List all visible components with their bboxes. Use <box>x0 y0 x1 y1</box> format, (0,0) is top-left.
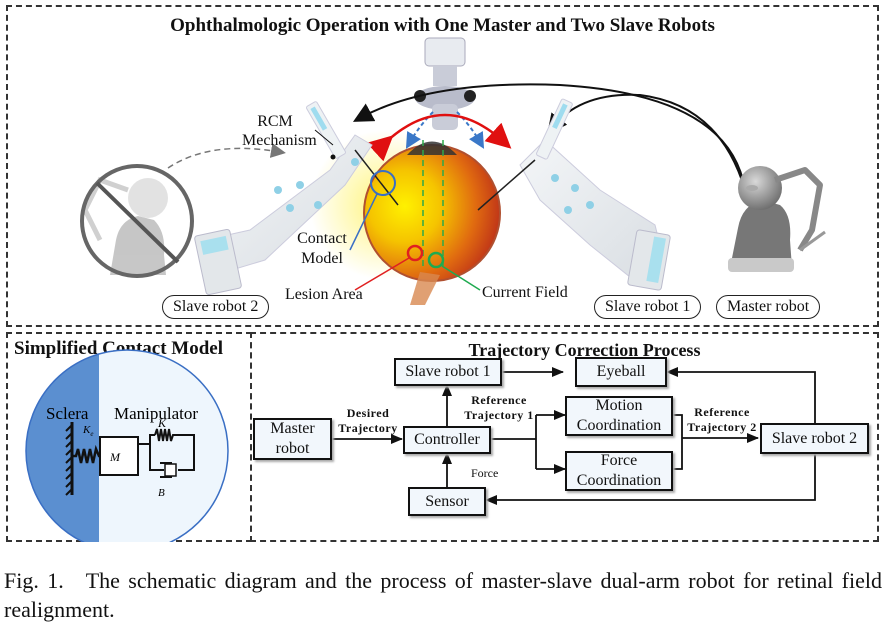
prohibited-slash-icon <box>95 181 180 264</box>
rcm-leader-line <box>314 129 334 146</box>
lesion-leader-line <box>354 257 410 291</box>
master-robot-box: Master robot <box>253 418 332 460</box>
reference-text: Reference <box>694 405 750 419</box>
contact-model-diagram: Ke M K B Sclera Manipulator <box>25 349 229 542</box>
contact-model-label: Contact Model <box>292 229 352 269</box>
slave-robot-1-pill: Slave robot 1 <box>594 295 702 319</box>
current-field-label: Current Field <box>482 284 568 301</box>
contact-circle <box>370 170 396 196</box>
desired-trajectory-label: Desired Trajectory <box>333 406 403 436</box>
m-symbol: M <box>109 450 121 464</box>
eyeball-box: Eyeball <box>575 357 667 387</box>
lesion-area-label: Lesion Area <box>285 286 363 303</box>
controller-box: Controller <box>403 426 491 454</box>
slave-robot-2-icon <box>194 101 399 296</box>
contact-text: Contact <box>297 230 347 247</box>
figure-caption: Fig. 1. The schematic diagram and the pr… <box>4 568 882 622</box>
slave-robot-2-box: Slave robot 2 <box>760 423 869 454</box>
edge-slave2-sensor <box>485 453 816 505</box>
slave-robot-1-icon <box>477 98 671 291</box>
trajectory-text: Trajectory <box>338 421 398 435</box>
contact-model-title: Simplified Contact Model <box>14 338 223 359</box>
coordination-text: Coordination <box>576 417 662 434</box>
disabled-master-robot-icon <box>82 176 168 275</box>
sclera-spring-icon <box>72 444 101 464</box>
trajectory-2-text: Trajectory 2 <box>687 420 757 434</box>
sensor-box: Sensor <box>408 487 486 516</box>
mass-block <box>99 436 139 476</box>
contact-circle-outline <box>25 349 229 542</box>
trajectory-title: Trajectory Correction Process <box>468 340 701 360</box>
edge-slave2-eyeball <box>666 367 816 423</box>
force-edge-label: Force <box>471 466 499 480</box>
desired-text: Desired <box>346 406 390 420</box>
edge-merge <box>672 414 683 470</box>
reference-trajectory-2-label: Reference Trajectory 2 <box>682 405 762 435</box>
prohibited-circle-icon <box>80 164 194 278</box>
b-symbol: B <box>158 487 165 499</box>
master-robot-icon <box>728 166 826 272</box>
master-robot-pill: Master robot <box>716 295 821 319</box>
operation-illustration <box>80 37 826 305</box>
robot-text: robot <box>275 440 310 457</box>
eyeball-icon <box>363 140 501 305</box>
reference-trajectory-1-label: Reference Trajectory 1 <box>458 393 540 423</box>
master-text: Master <box>270 420 315 437</box>
sclera-wall-icon <box>65 422 74 496</box>
model-text: Model <box>301 250 343 267</box>
force-text: Force <box>600 452 638 469</box>
rcm-text: RCM <box>257 113 293 130</box>
slave-robot-1-box: Slave robot 1 <box>394 358 502 386</box>
operation-title: Ophthalmologic Operation with One Master… <box>170 15 715 36</box>
mechanism-label: Mechanism <box>242 132 317 149</box>
operation-panel: Ophthalmologic Operation with One Master… <box>6 5 879 327</box>
current-field-leader-line <box>441 265 481 291</box>
contact-leader-line <box>349 193 378 251</box>
motion-text: Motion <box>595 397 643 414</box>
rotation-arrow <box>366 113 512 162</box>
current-field-circle <box>427 251 445 269</box>
disabled-link-arrow <box>167 143 286 169</box>
rcm-label: RCM <box>245 112 305 132</box>
manipulator-label: Manipulator <box>114 404 198 423</box>
ke-symbol: Ke <box>82 424 93 438</box>
trajectory-flow-lines <box>331 367 816 505</box>
sclera-label: Sclera <box>46 404 89 423</box>
k-symbol: K <box>157 416 167 430</box>
lesion-circle <box>406 244 424 262</box>
light-ray <box>405 111 434 149</box>
spring-damper-icon <box>138 428 195 478</box>
slave-robot-2-pill: Slave robot 2 <box>162 295 270 319</box>
coordination-text: Coordination <box>576 472 662 489</box>
rcm-point <box>330 154 336 160</box>
command-arrow-slave1 <box>547 93 746 191</box>
reference-text: Reference <box>471 393 527 407</box>
trajectory-1-text: Trajectory 1 <box>464 408 534 422</box>
trajectory-panel: Trajectory Correction Process <box>250 332 879 542</box>
light-ray <box>456 111 485 149</box>
